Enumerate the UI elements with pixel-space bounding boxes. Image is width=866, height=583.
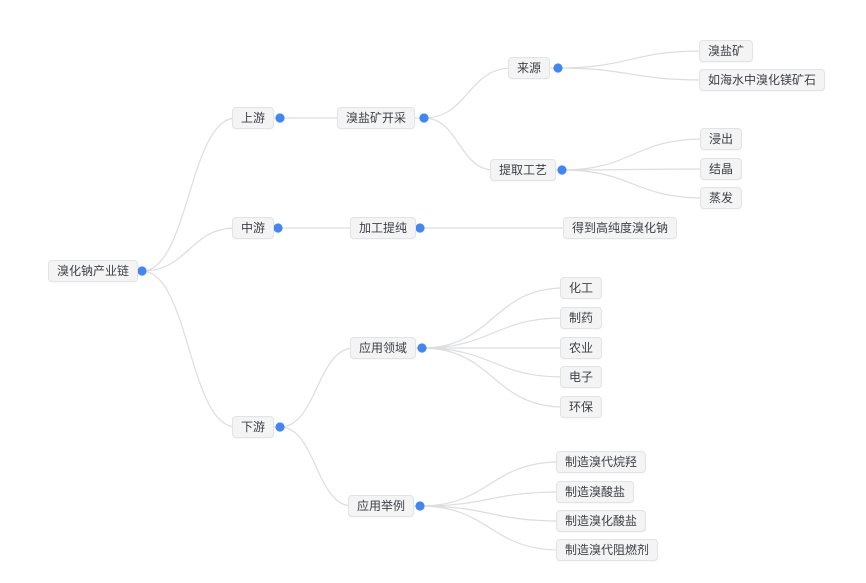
node-midstream[interactable]: 中游 [232,217,275,239]
edge [421,317,565,349]
node-application-examples[interactable]: 应用举例 [348,495,415,517]
node-dots [137,63,567,511]
edge [561,168,705,171]
collapse-dot-application-fields[interactable] [417,343,427,353]
leaf-bromate[interactable]: 制造溴酸盐 [556,481,635,503]
collapse-dot-purification[interactable] [415,223,425,233]
edge [557,50,704,69]
edge [419,491,561,507]
edge [561,169,705,199]
leaf-seawater-magnesium-bromide-ore[interactable]: 如海水中溴化镁矿石 [699,69,826,91]
edge [419,505,561,551]
collapse-dot-midstream[interactable] [273,223,283,233]
edge [419,505,561,522]
edge [421,287,565,349]
leaf-crystallization[interactable]: 结晶 [700,158,743,180]
leaf-agriculture[interactable]: 农业 [560,337,603,359]
leaf-high-purity-sodium-bromide[interactable]: 得到高纯度溴化钠 [563,217,678,239]
collapse-dot-application-examples[interactable] [415,501,425,511]
collapse-dot-root[interactable] [137,266,147,276]
leaf-brominated-flame-retardant[interactable]: 制造溴代阻燃剂 [556,539,659,561]
node-root[interactable]: 溴化钠产业链 [48,260,139,282]
edges [60,50,705,551]
leaf-pharmaceutical[interactable]: 制药 [560,307,603,329]
node-upstream[interactable]: 上游 [232,107,275,129]
collapse-dot-extraction[interactable] [557,165,567,175]
edge [421,347,565,408]
node-processing-purification[interactable]: 加工提纯 [350,217,417,239]
edge [279,426,353,507]
edge [561,138,705,171]
collapse-dot-upstream[interactable] [275,113,285,123]
edge [419,461,561,507]
node-application-fields[interactable]: 应用领域 [350,337,417,359]
edge [141,227,237,272]
leaf-chemical-industry[interactable]: 化工 [560,277,603,299]
leaf-bromine-salt-ore[interactable]: 溴盐矿 [699,40,754,62]
node-downstream[interactable]: 下游 [232,416,275,438]
edge [141,270,237,428]
edge [423,67,513,119]
collapse-dot-downstream[interactable] [275,422,285,432]
node-extraction-process[interactable]: 提取工艺 [490,159,557,181]
collapse-dot-source[interactable] [553,63,563,73]
leaf-evaporation[interactable]: 蒸发 [700,187,743,209]
leaf-leaching[interactable]: 浸出 [700,128,743,150]
leaf-bromide-acid-salt[interactable]: 制造溴化酸盐 [556,510,647,532]
edge [141,117,237,272]
collapse-dot-mining[interactable] [419,113,429,123]
edge [423,117,495,171]
node-source[interactable]: 来源 [508,57,551,79]
leaf-electronics[interactable]: 电子 [560,366,603,388]
edge [421,347,565,378]
edge [557,67,704,81]
node-bromine-salt-mining[interactable]: 溴盐矿开采 [337,107,416,129]
leaf-environmental-protection[interactable]: 环保 [560,396,603,418]
edge [279,347,355,428]
leaf-brominated-alkane[interactable]: 制造溴代烷羟 [556,451,647,473]
